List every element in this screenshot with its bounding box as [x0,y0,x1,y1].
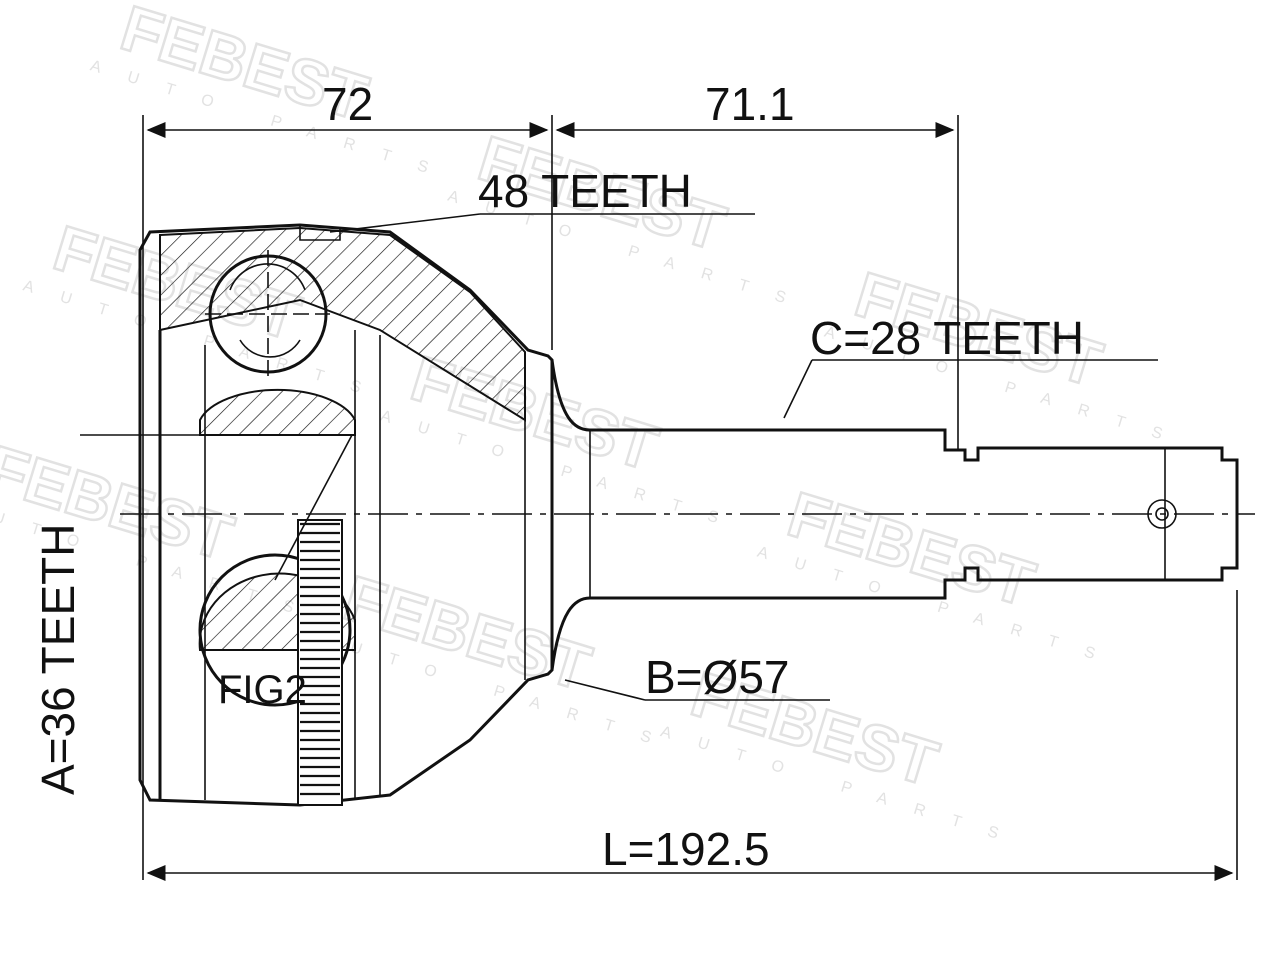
dim-total-length: L=192.5 [602,823,770,875]
outer-teeth-label: 48 TEETH [478,165,692,217]
shaft [550,359,1239,671]
callout-leaders [80,213,1158,701]
dim-shaft-length: 71.1 [705,78,795,130]
watermark-layer: FEBEST AUTO PARTS FEBEST AUTO PARTS FEBE… [0,0,1191,851]
figure-label: FIG2 [218,668,307,712]
ball-top [205,250,330,380]
abs-ring [297,519,343,806]
inner-teeth-label: A=36 TEETH [32,524,84,795]
outer-housing [138,223,554,807]
diameter-label: B=Ø57 [645,651,790,703]
dim-outer-length: 72 [322,78,373,130]
shaft-teeth-label: C=28 TEETH [810,312,1084,364]
